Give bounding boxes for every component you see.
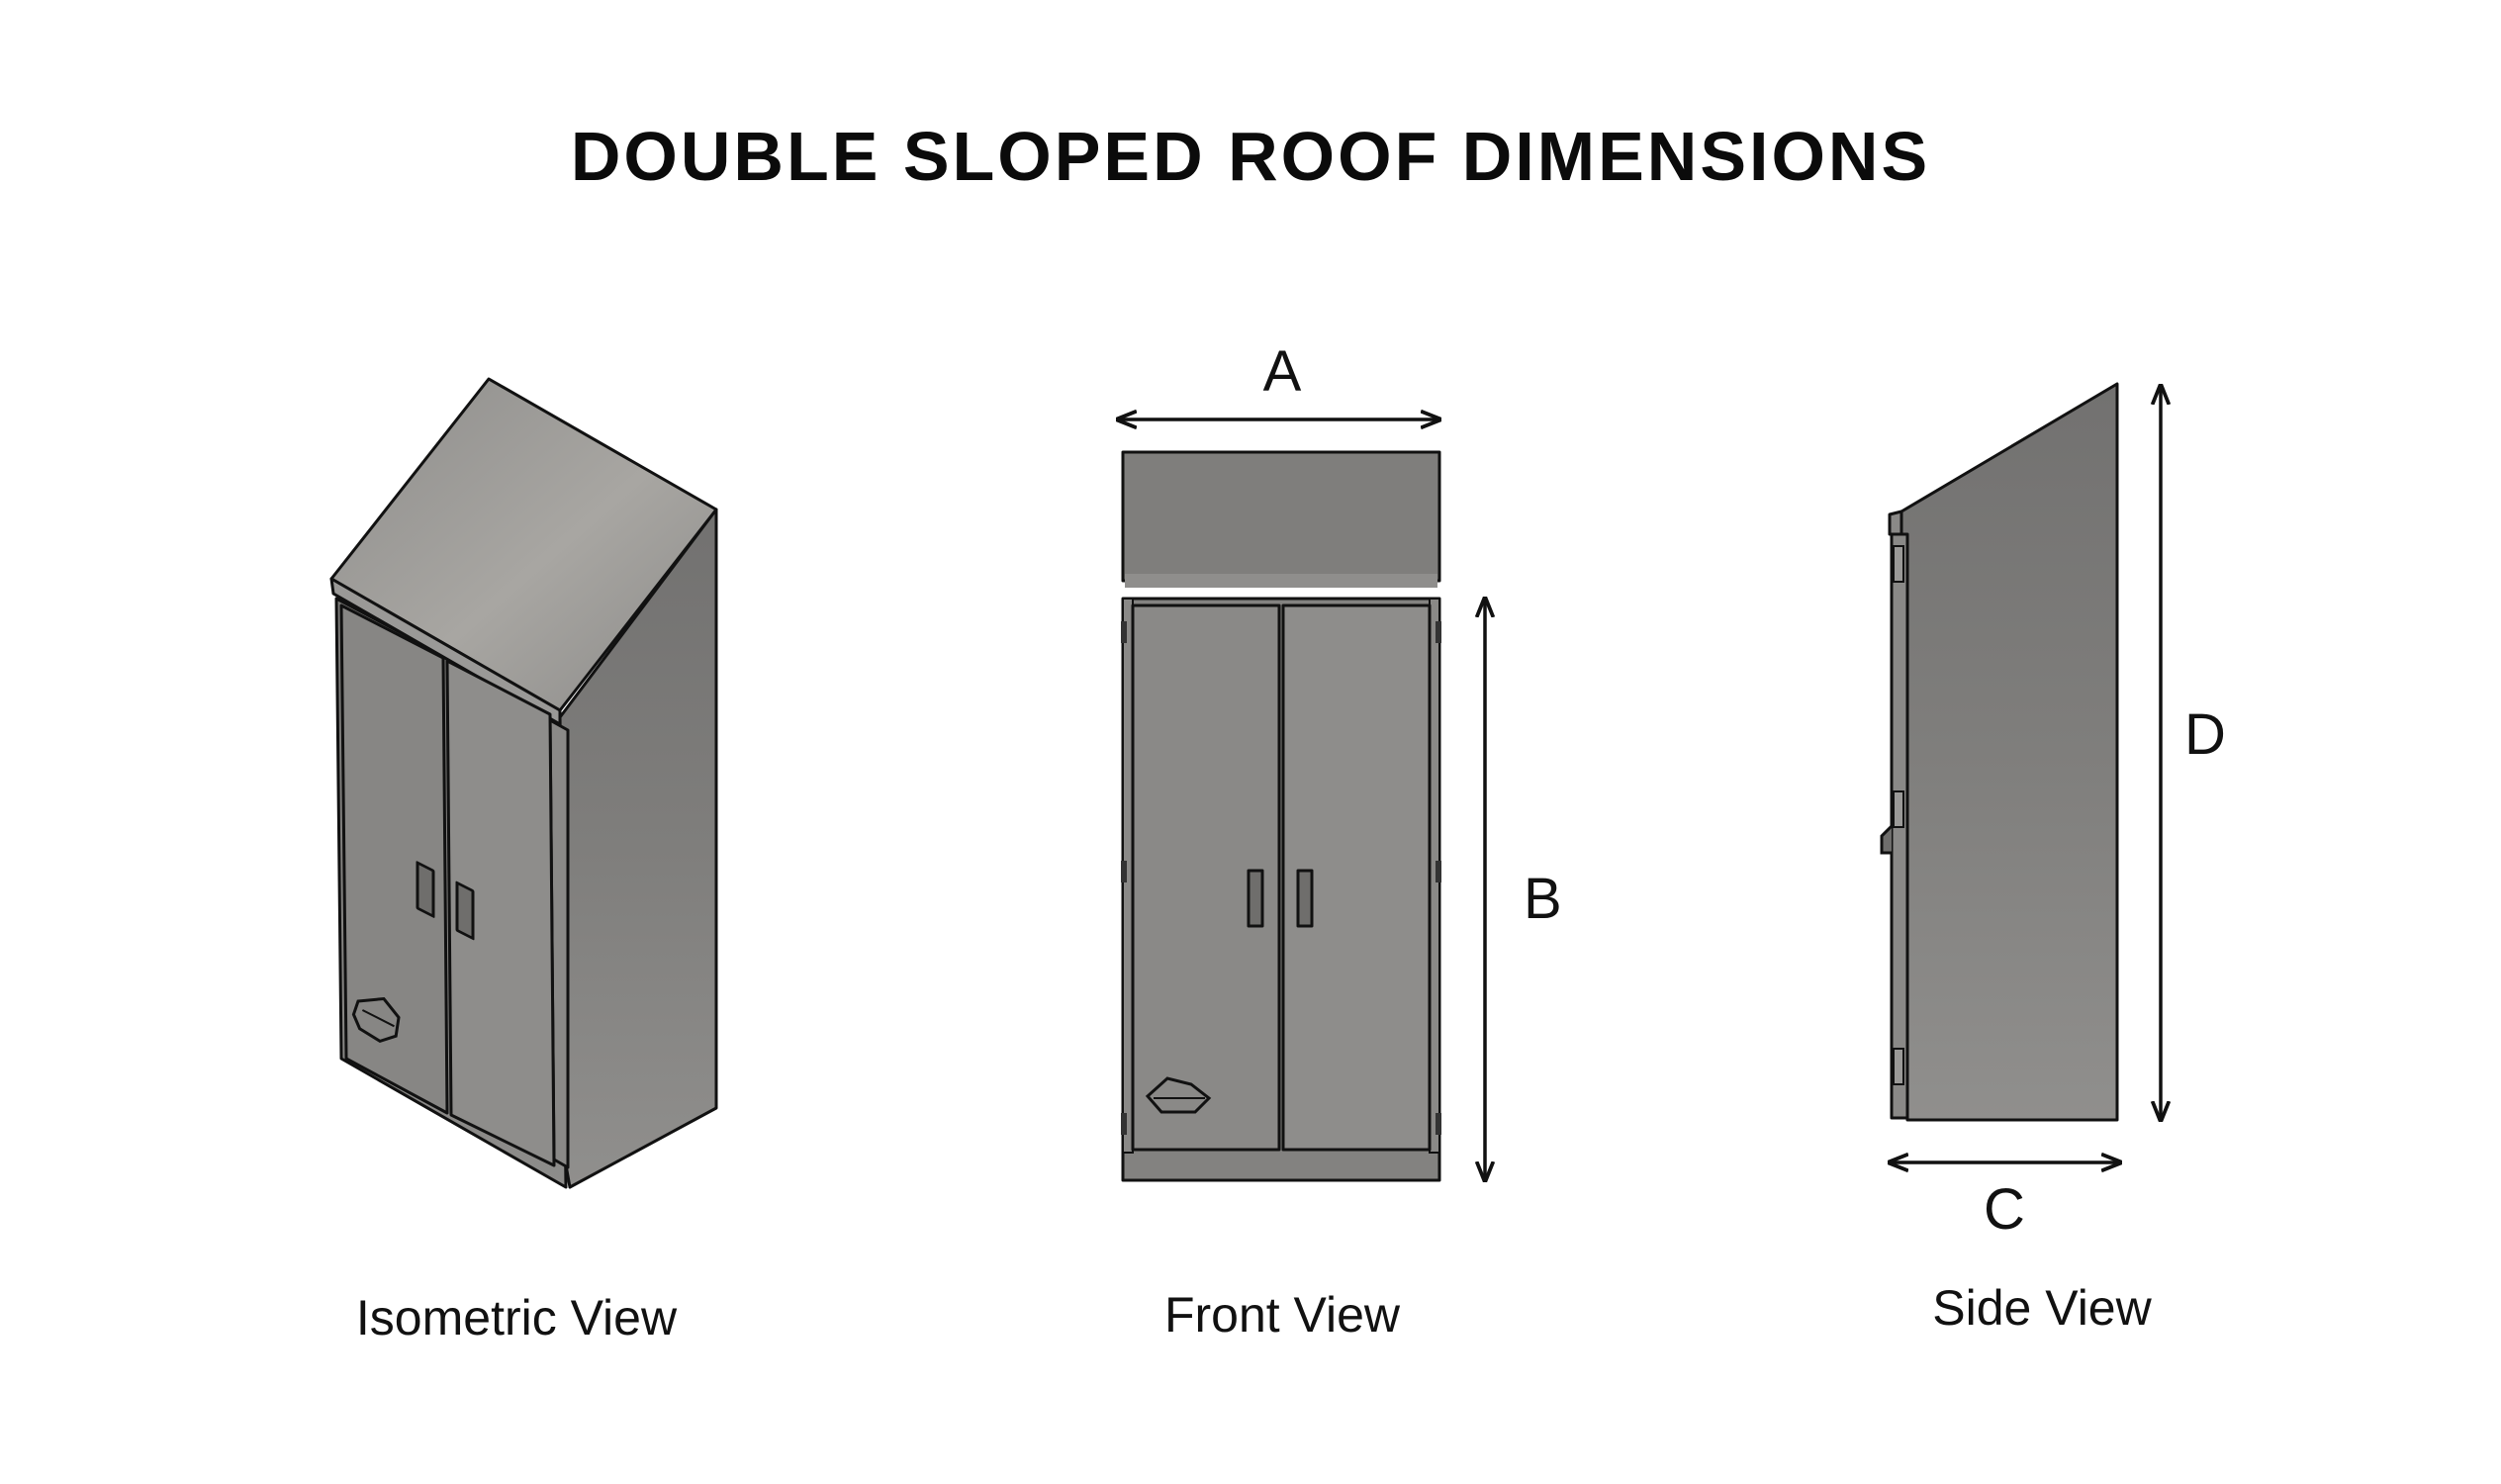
- front-logo: [1145, 1076, 1212, 1114]
- front-hinge: [1121, 1113, 1127, 1135]
- side-roof-edge: [1888, 510, 1903, 536]
- side-view: [1880, 382, 2119, 1122]
- front-view-caption: Front View: [1163, 1287, 1401, 1343]
- side-hinge: [1893, 790, 1904, 828]
- isometric-view: [329, 377, 718, 1189]
- iso-logo: [351, 996, 401, 1044]
- front-hinge: [1436, 621, 1441, 643]
- front-hinge: [1436, 861, 1441, 882]
- side-hinge: [1893, 1048, 1904, 1085]
- page-title: DOUBLE SLOPED ROOF DIMENSIONS: [570, 118, 1931, 195]
- iso-roof-edge: [329, 577, 562, 726]
- front-hinge: [1121, 621, 1127, 643]
- iso-handle-left: [416, 861, 435, 918]
- side-handle: [1880, 824, 1894, 855]
- front-hinge: [1436, 1113, 1441, 1135]
- side-panel: [1890, 382, 2119, 1122]
- dim-a-label: A: [1263, 339, 1302, 404]
- front-handle-left: [1247, 869, 1264, 928]
- front-hinge: [1121, 861, 1127, 882]
- side-hinge: [1893, 545, 1904, 583]
- front-handle-right: [1296, 869, 1314, 928]
- front-view: [1121, 450, 1441, 1182]
- front-roof-lip: [1125, 574, 1437, 588]
- dim-c-label: C: [1984, 1177, 2025, 1242]
- side-view-caption: Side View: [1932, 1280, 2152, 1336]
- front-roof: [1121, 450, 1441, 583]
- iso-left-door: [339, 603, 449, 1115]
- isometric-view-caption: Isometric View: [355, 1290, 678, 1345]
- dim-d-label: D: [2184, 702, 2226, 767]
- dim-b-label: B: [1524, 867, 1562, 931]
- iso-right-door: [445, 659, 556, 1167]
- iso-handle-right: [455, 881, 475, 941]
